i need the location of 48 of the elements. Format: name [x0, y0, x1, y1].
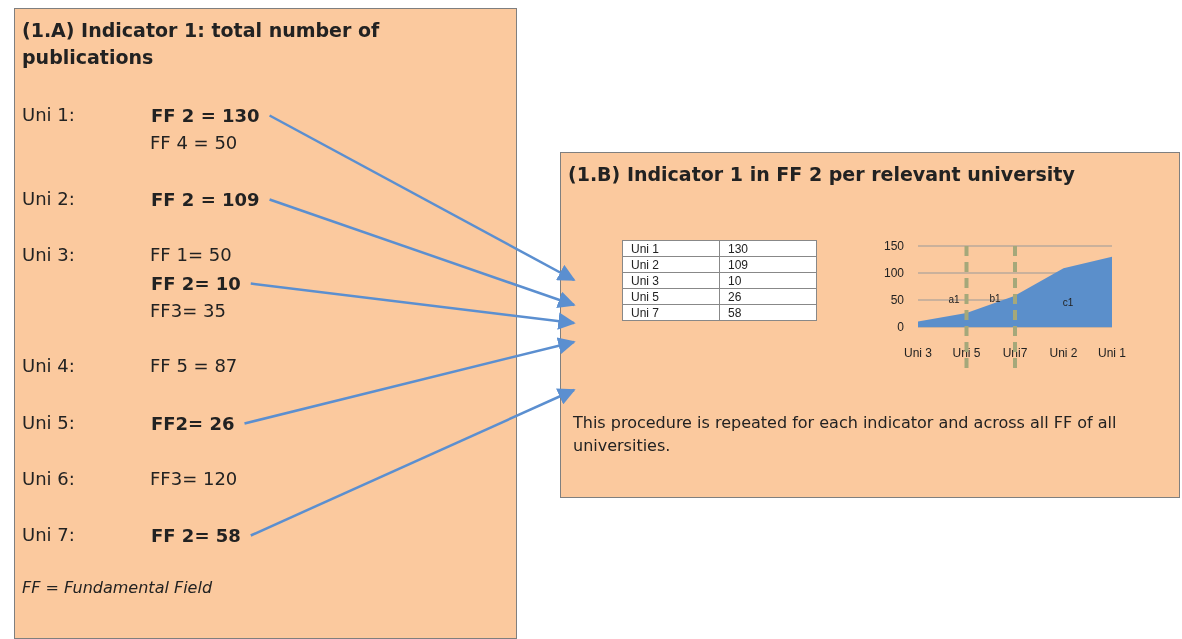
- table-cell: 109: [719, 256, 817, 273]
- axis-tick-label: 50: [890, 293, 904, 307]
- value-text: FF3= 120: [150, 468, 238, 489]
- table-cell: 10: [719, 272, 817, 289]
- row-label: Uni 1:: [22, 104, 75, 125]
- axis-tick-label: 100: [883, 266, 904, 280]
- value-text: FF 2= 10: [151, 273, 241, 294]
- value-text: FF 2 = 130: [151, 105, 260, 126]
- panel-heading: (1.A) Indicator 1: total number of publications: [22, 18, 381, 70]
- arrow: [244, 337, 576, 425]
- arrow: [250, 388, 576, 537]
- value-text: FF 2 = 109: [151, 189, 260, 210]
- row-label: Uni 6:: [22, 468, 75, 489]
- panel-heading: (1.B) Indicator 1 in FF 2 per relevant university: [568, 162, 1076, 187]
- table-cell: Uni 3: [622, 272, 720, 289]
- row-label: Uni 2:: [22, 188, 75, 209]
- arrow: [250, 282, 576, 330]
- arrow: [269, 198, 576, 309]
- table-cell: Uni 7: [622, 304, 720, 321]
- axis-tick-label: Uni 2: [1049, 346, 1078, 360]
- row-label: Uni 7:: [22, 524, 75, 545]
- axis-tick-label: 0: [897, 320, 904, 334]
- row-label: Uni 5:: [22, 412, 75, 433]
- table-cell: 130: [719, 240, 817, 257]
- panel: [14, 8, 517, 639]
- value-text: FF 2= 58: [151, 525, 241, 546]
- row-label: Uni 4:: [22, 355, 75, 376]
- axis-tick-label: 150: [883, 239, 904, 253]
- chart-annotation: a1: [948, 294, 960, 305]
- arrow: [269, 114, 576, 282]
- row-label: Uni 3:: [22, 244, 75, 265]
- footnote-text: FF = Fundamental Field: [22, 578, 213, 597]
- chart-annotation: b1: [989, 293, 1001, 304]
- table-cell: Uni 2: [622, 256, 720, 273]
- value-text: FF 1= 50: [150, 244, 232, 265]
- description-text: This procedure is repeated for each indicator and across all FF of all universities.: [573, 412, 1118, 457]
- value-text: FF2= 26: [151, 413, 235, 434]
- table-cell: Uni 5: [622, 288, 720, 305]
- table-cell: 58: [719, 304, 817, 321]
- axis-tick-label: Uni 1: [1098, 346, 1126, 360]
- value-text: FF 4 = 50: [150, 132, 238, 153]
- table-cell: 26: [719, 288, 817, 305]
- value-text: FF 5 = 87: [150, 355, 238, 376]
- axis-tick-label: Uni 3: [904, 346, 932, 360]
- axis-tick-label: Uni 5: [952, 346, 981, 360]
- value-text: FF3= 35: [150, 300, 226, 321]
- chart-annotation: c1: [1062, 297, 1074, 308]
- table-cell: Uni 1: [622, 240, 720, 257]
